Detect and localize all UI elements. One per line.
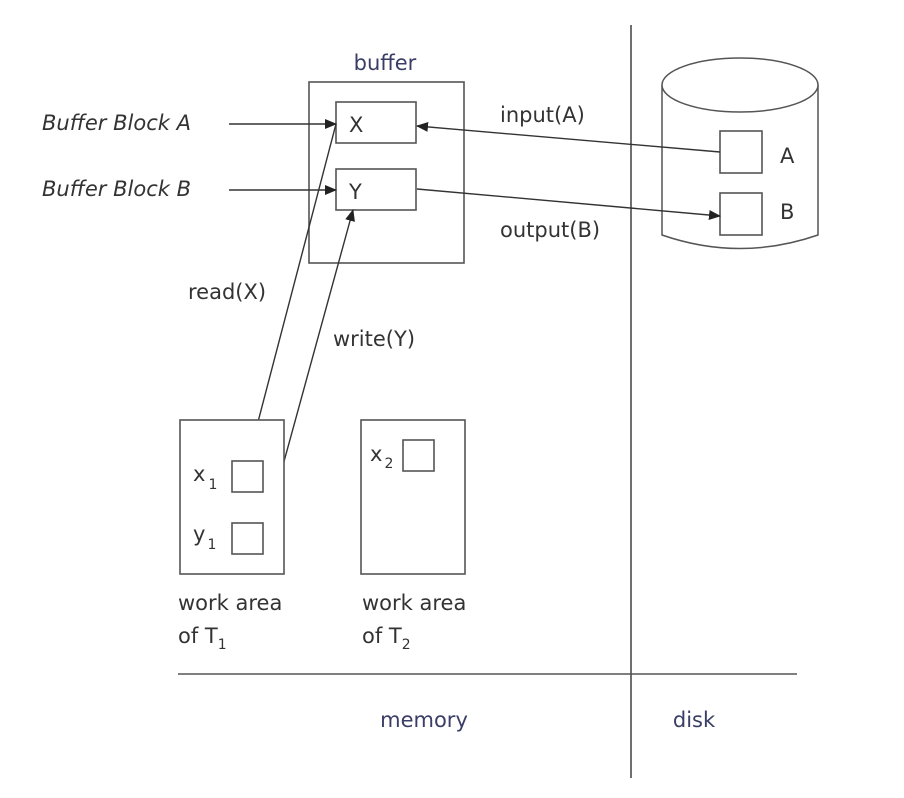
buffer-block-a-label: Buffer Block A bbox=[42, 111, 191, 135]
read-label: read(X) bbox=[188, 280, 266, 304]
buffer-block-x bbox=[335, 101, 417, 144]
disk-block-a-label: A bbox=[780, 144, 795, 168]
disk-block-b-label: B bbox=[780, 200, 794, 224]
output-label: output(B) bbox=[500, 218, 600, 242]
memory-region-label: memory bbox=[380, 708, 468, 732]
work-area-t2-x2-block bbox=[402, 439, 435, 472]
buffer-block-b-label: Buffer Block B bbox=[42, 177, 191, 201]
read-arrow bbox=[245, 123, 337, 461]
buffer-block-y bbox=[335, 168, 417, 211]
disk-block-b bbox=[719, 192, 763, 236]
work-area-t2-label-line2: of T2 bbox=[362, 624, 411, 653]
work-area-t1-label-line1: work area bbox=[178, 591, 282, 615]
disk-region-label: disk bbox=[673, 708, 716, 732]
work-area-t2-label-line1: work area bbox=[362, 591, 466, 615]
work-area-t1-label-line2: of T1 bbox=[178, 624, 227, 653]
input-arrow bbox=[416, 121, 721, 153]
buffer-block-x-label: X bbox=[349, 113, 363, 137]
disk-block-a bbox=[719, 130, 763, 174]
buffer-block-y-label: Y bbox=[348, 180, 362, 204]
write-label: write(Y) bbox=[333, 327, 415, 351]
output-arrow bbox=[416, 188, 721, 221]
input-label: input(A) bbox=[500, 103, 585, 127]
work-area-t1-y1-block bbox=[231, 522, 264, 555]
work-area-t1-x1-block bbox=[231, 460, 264, 493]
buffer-title: buffer bbox=[354, 51, 417, 75]
